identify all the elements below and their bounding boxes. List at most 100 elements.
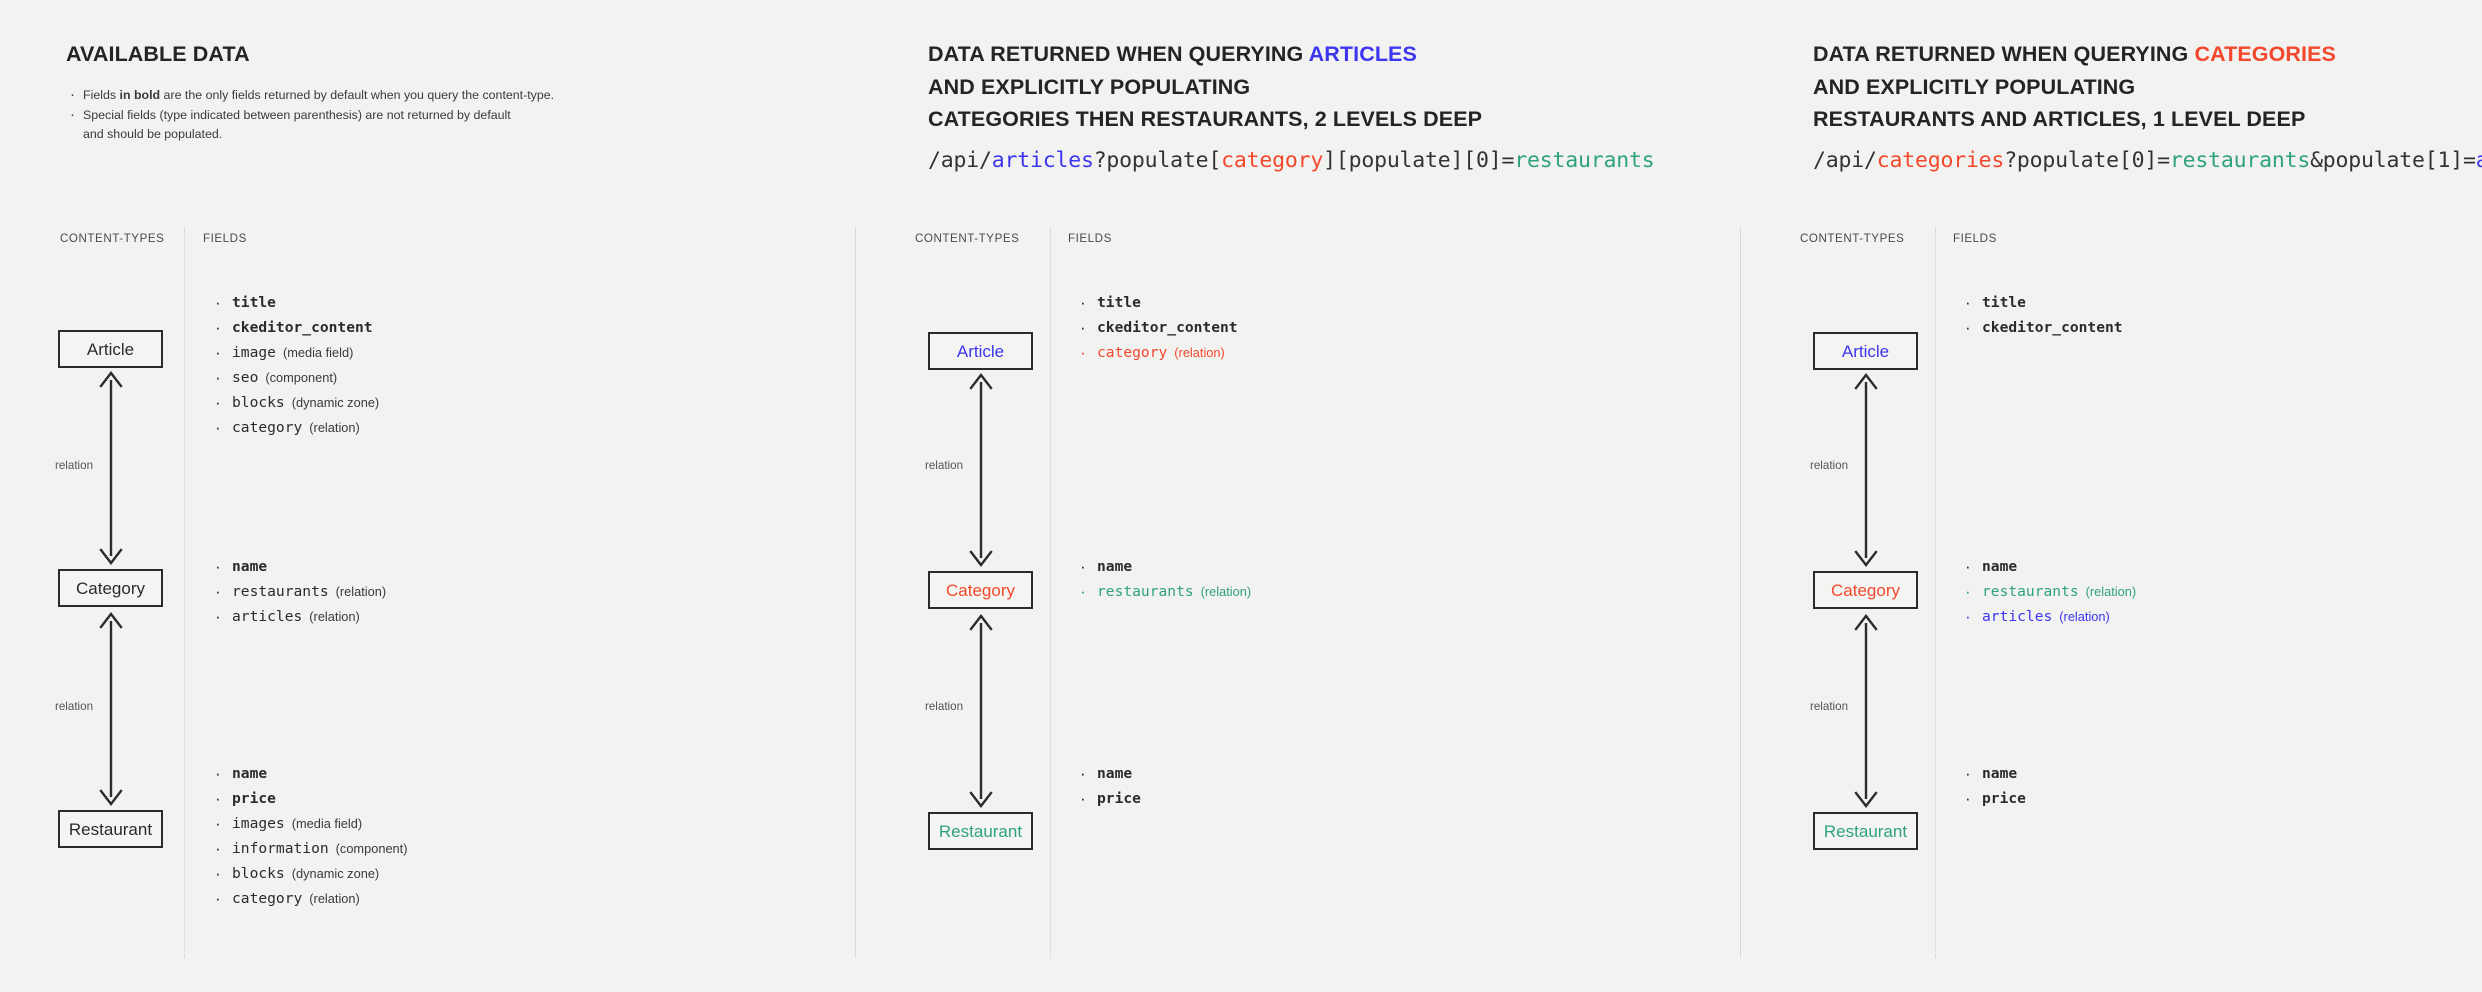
api-url-token: /api/ <box>928 148 992 173</box>
field-name: name <box>232 765 268 782</box>
relation-arrow <box>1843 609 1889 813</box>
field-name: title <box>1982 294 2026 311</box>
entity-box-category[interactable]: Category <box>58 569 163 607</box>
heading-line-text: DATA RETURNED WHEN QUERYING <box>1813 42 2195 66</box>
field-type: (relation) <box>309 420 360 435</box>
field-type: (dynamic zone) <box>291 866 380 881</box>
column-dotted-divider <box>184 228 185 958</box>
field-type: (relation) <box>2059 609 2110 624</box>
field-name: category <box>232 890 303 907</box>
field-name: restaurants <box>232 583 329 600</box>
field-name: price <box>232 790 276 807</box>
entity-label: Restaurant <box>1823 821 1908 841</box>
field-type: (relation) <box>309 609 360 624</box>
relation-label: relation <box>1807 458 1852 473</box>
field-type: (relation) <box>1200 584 1252 599</box>
field-item: price <box>210 786 408 811</box>
field-group-article: titleckeditor_contentimage(media field)s… <box>210 290 379 440</box>
field-item: restaurants (relation) <box>1075 579 1251 604</box>
field-group-category: name restaurants (relation)articles (relati… <box>210 554 386 629</box>
field-name: ckeditor_content <box>1097 319 1238 336</box>
relation-label: relation <box>52 458 97 473</box>
field-name: seo <box>232 369 259 386</box>
api-url-token: /api/ <box>1813 148 1877 173</box>
field-name: name <box>1097 558 1133 575</box>
column-header-content-types: CONTENT-TYPES <box>60 232 165 245</box>
entity-box-restaurant[interactable]: Restaurant <box>58 810 163 848</box>
entity-label: Category <box>946 580 1015 600</box>
field-name: image <box>232 344 276 361</box>
entity-box-category[interactable]: Category <box>1813 571 1918 609</box>
field-item: name <box>1960 554 2136 579</box>
field-name: price <box>1982 790 2026 807</box>
field-item: articles (relation) <box>1960 604 2136 629</box>
field-item: images(media field) <box>210 811 408 836</box>
relation-arrow <box>88 607 134 811</box>
intro-bullet-emphasis: in bold <box>119 88 161 102</box>
entity-label: Restaurant <box>938 821 1023 841</box>
field-item: restaurants(relation) <box>1960 579 2136 604</box>
entity-box-restaurant[interactable]: Restaurant <box>1813 812 1918 850</box>
entity-label: Restaurant <box>68 819 153 839</box>
field-type: (component) <box>335 841 408 856</box>
entity-box-restaurant[interactable]: Restaurant <box>928 812 1033 850</box>
heading-line-text: RESTAURANTS AND ARTICLES, 1 LEVEL DEEP <box>1813 107 2306 131</box>
field-item: category(relation) <box>1075 340 1238 365</box>
intro-bullet: Special fields (type indicated between p… <box>66 105 626 145</box>
field-item: blocks (dynamic zone) <box>210 861 408 886</box>
field-group-category: name restaurants (relation) <box>1075 554 1251 604</box>
field-item: blocks(dynamic zone) <box>210 390 379 415</box>
entity-box-article[interactable]: Article <box>1813 332 1918 370</box>
intro-bullet-text: Fields <box>83 88 120 102</box>
panel-divider-2 <box>1740 228 1741 958</box>
entity-label: Article <box>86 339 135 359</box>
field-group-article: title ckeditor_content category(relation) <box>1075 290 1238 365</box>
field-item: ckeditor_content <box>1075 315 1238 340</box>
relation-arrow <box>88 366 134 570</box>
api-url-token: articles <box>2476 148 2482 173</box>
relation-label: relation <box>1807 699 1852 714</box>
field-name: name <box>232 558 268 575</box>
field-name: restaurants <box>1982 583 2079 600</box>
field-type: (relation) <box>1174 345 1225 360</box>
field-name: information <box>232 840 329 857</box>
relation-arrow <box>958 368 1004 572</box>
field-name: images <box>232 815 285 832</box>
intro-bullet: Fields in bold are the only fields retur… <box>66 85 626 106</box>
api-url-token: &populate[1]= <box>2310 148 2476 173</box>
field-item: name <box>1075 761 1141 786</box>
field-item: ckeditor_content <box>210 315 379 340</box>
field-name: name <box>1982 765 2018 782</box>
field-name: articles <box>1982 608 2053 625</box>
entity-box-article[interactable]: Article <box>58 330 163 368</box>
relation-arrow <box>958 609 1004 813</box>
field-name: category <box>232 419 303 436</box>
column-header-fields: FIELDS <box>1953 232 1997 245</box>
field-item: articles (relation) <box>210 604 386 629</box>
api-url-token: ][populate][0]= <box>1323 148 1515 173</box>
intro-bullet-list: Fields in bold are the only fields retur… <box>66 85 626 145</box>
field-name: articles <box>232 608 303 625</box>
field-item: title <box>210 290 379 315</box>
field-name: price <box>1097 790 1141 807</box>
field-item: name <box>210 554 386 579</box>
field-item: ckeditor_content <box>1960 315 2123 340</box>
entity-label: Category <box>76 578 145 598</box>
panel-heading: AVAILABLE DATA <box>66 38 250 71</box>
field-name: restaurants <box>1097 583 1194 600</box>
field-name: ckeditor_content <box>1982 319 2123 336</box>
entity-box-article[interactable]: Article <box>928 332 1033 370</box>
field-name: title <box>1097 294 1141 311</box>
heading-accent-categories: CATEGORIES <box>2194 42 2336 66</box>
field-group-article: title ckeditor_content <box>1960 290 2123 340</box>
field-name: name <box>1097 765 1133 782</box>
heading-line-text: AND EXPLICITLY POPULATING <box>928 74 1251 99</box>
api-url-token: restaurants <box>2169 148 2311 173</box>
field-group-restaurant: name price images(media field) information (… <box>210 761 408 911</box>
heading-line-text: AVAILABLE DATA <box>66 42 250 66</box>
entity-box-category[interactable]: Category <box>928 571 1033 609</box>
field-name: blocks <box>232 865 285 882</box>
